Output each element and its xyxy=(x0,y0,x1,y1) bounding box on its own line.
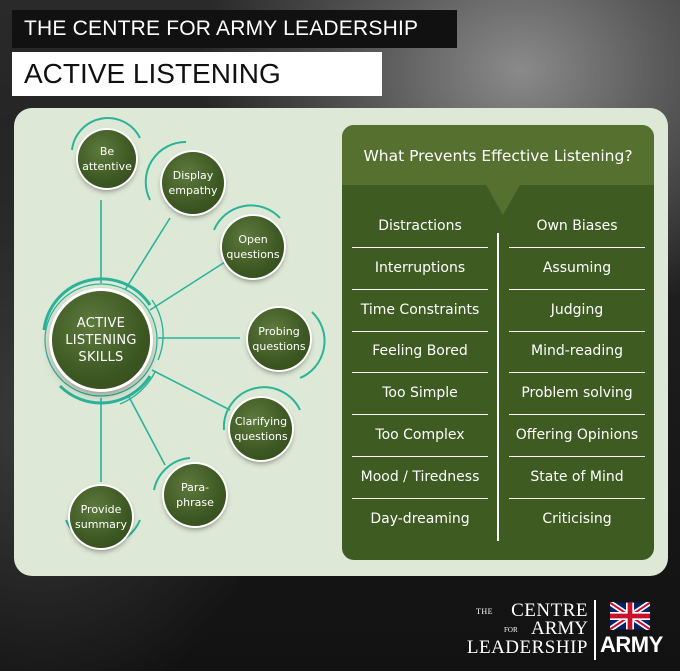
barrier-item: Too Simple xyxy=(350,377,490,419)
title-pointer xyxy=(486,185,520,215)
barrier-item: Too Complex xyxy=(350,419,490,461)
barrier-item: State of Mind xyxy=(507,461,647,503)
barrier-item: Distractions xyxy=(350,210,490,252)
barrier-item: Mood / Tiredness xyxy=(350,461,490,503)
barrier-item: Problem solving xyxy=(507,377,647,419)
logo-the: THE xyxy=(476,607,494,616)
logo-for: FOR xyxy=(504,626,518,634)
barrier-item: Assuming xyxy=(507,252,647,294)
barrier-item: Criticising xyxy=(542,511,612,527)
logo-army: ARMY xyxy=(530,618,588,639)
organization-banner: THE CENTRE FOR ARMY LEADERSHIP xyxy=(12,10,457,48)
barrier-item: Offering Opinions xyxy=(507,419,647,461)
logo-leadership: LEADERSHIP xyxy=(466,637,588,658)
skill-node-paraphrase: Para-phrase xyxy=(164,464,226,526)
barrier-item: Feeling Bored xyxy=(350,335,490,377)
barrier-item: Day-dreaming xyxy=(370,511,470,527)
barrier-item: Time Constraints xyxy=(350,294,490,336)
column-divider xyxy=(497,233,499,541)
center-node-active-listening-skills: ACTIVE LISTENING SKILLS xyxy=(52,291,150,389)
barriers-title: What Prevents Effective Listening? xyxy=(342,125,654,185)
logo-separator xyxy=(594,600,596,660)
army-brand: ARMY xyxy=(600,632,663,657)
union-flag-icon xyxy=(610,602,650,630)
logo-centre: CENTRE xyxy=(511,600,588,621)
barrier-item: Judging xyxy=(507,294,647,336)
barrier-item: Interruptions xyxy=(350,252,490,294)
barrier-item: Own Biases xyxy=(507,210,647,252)
barrier-item: Mind-reading xyxy=(507,335,647,377)
